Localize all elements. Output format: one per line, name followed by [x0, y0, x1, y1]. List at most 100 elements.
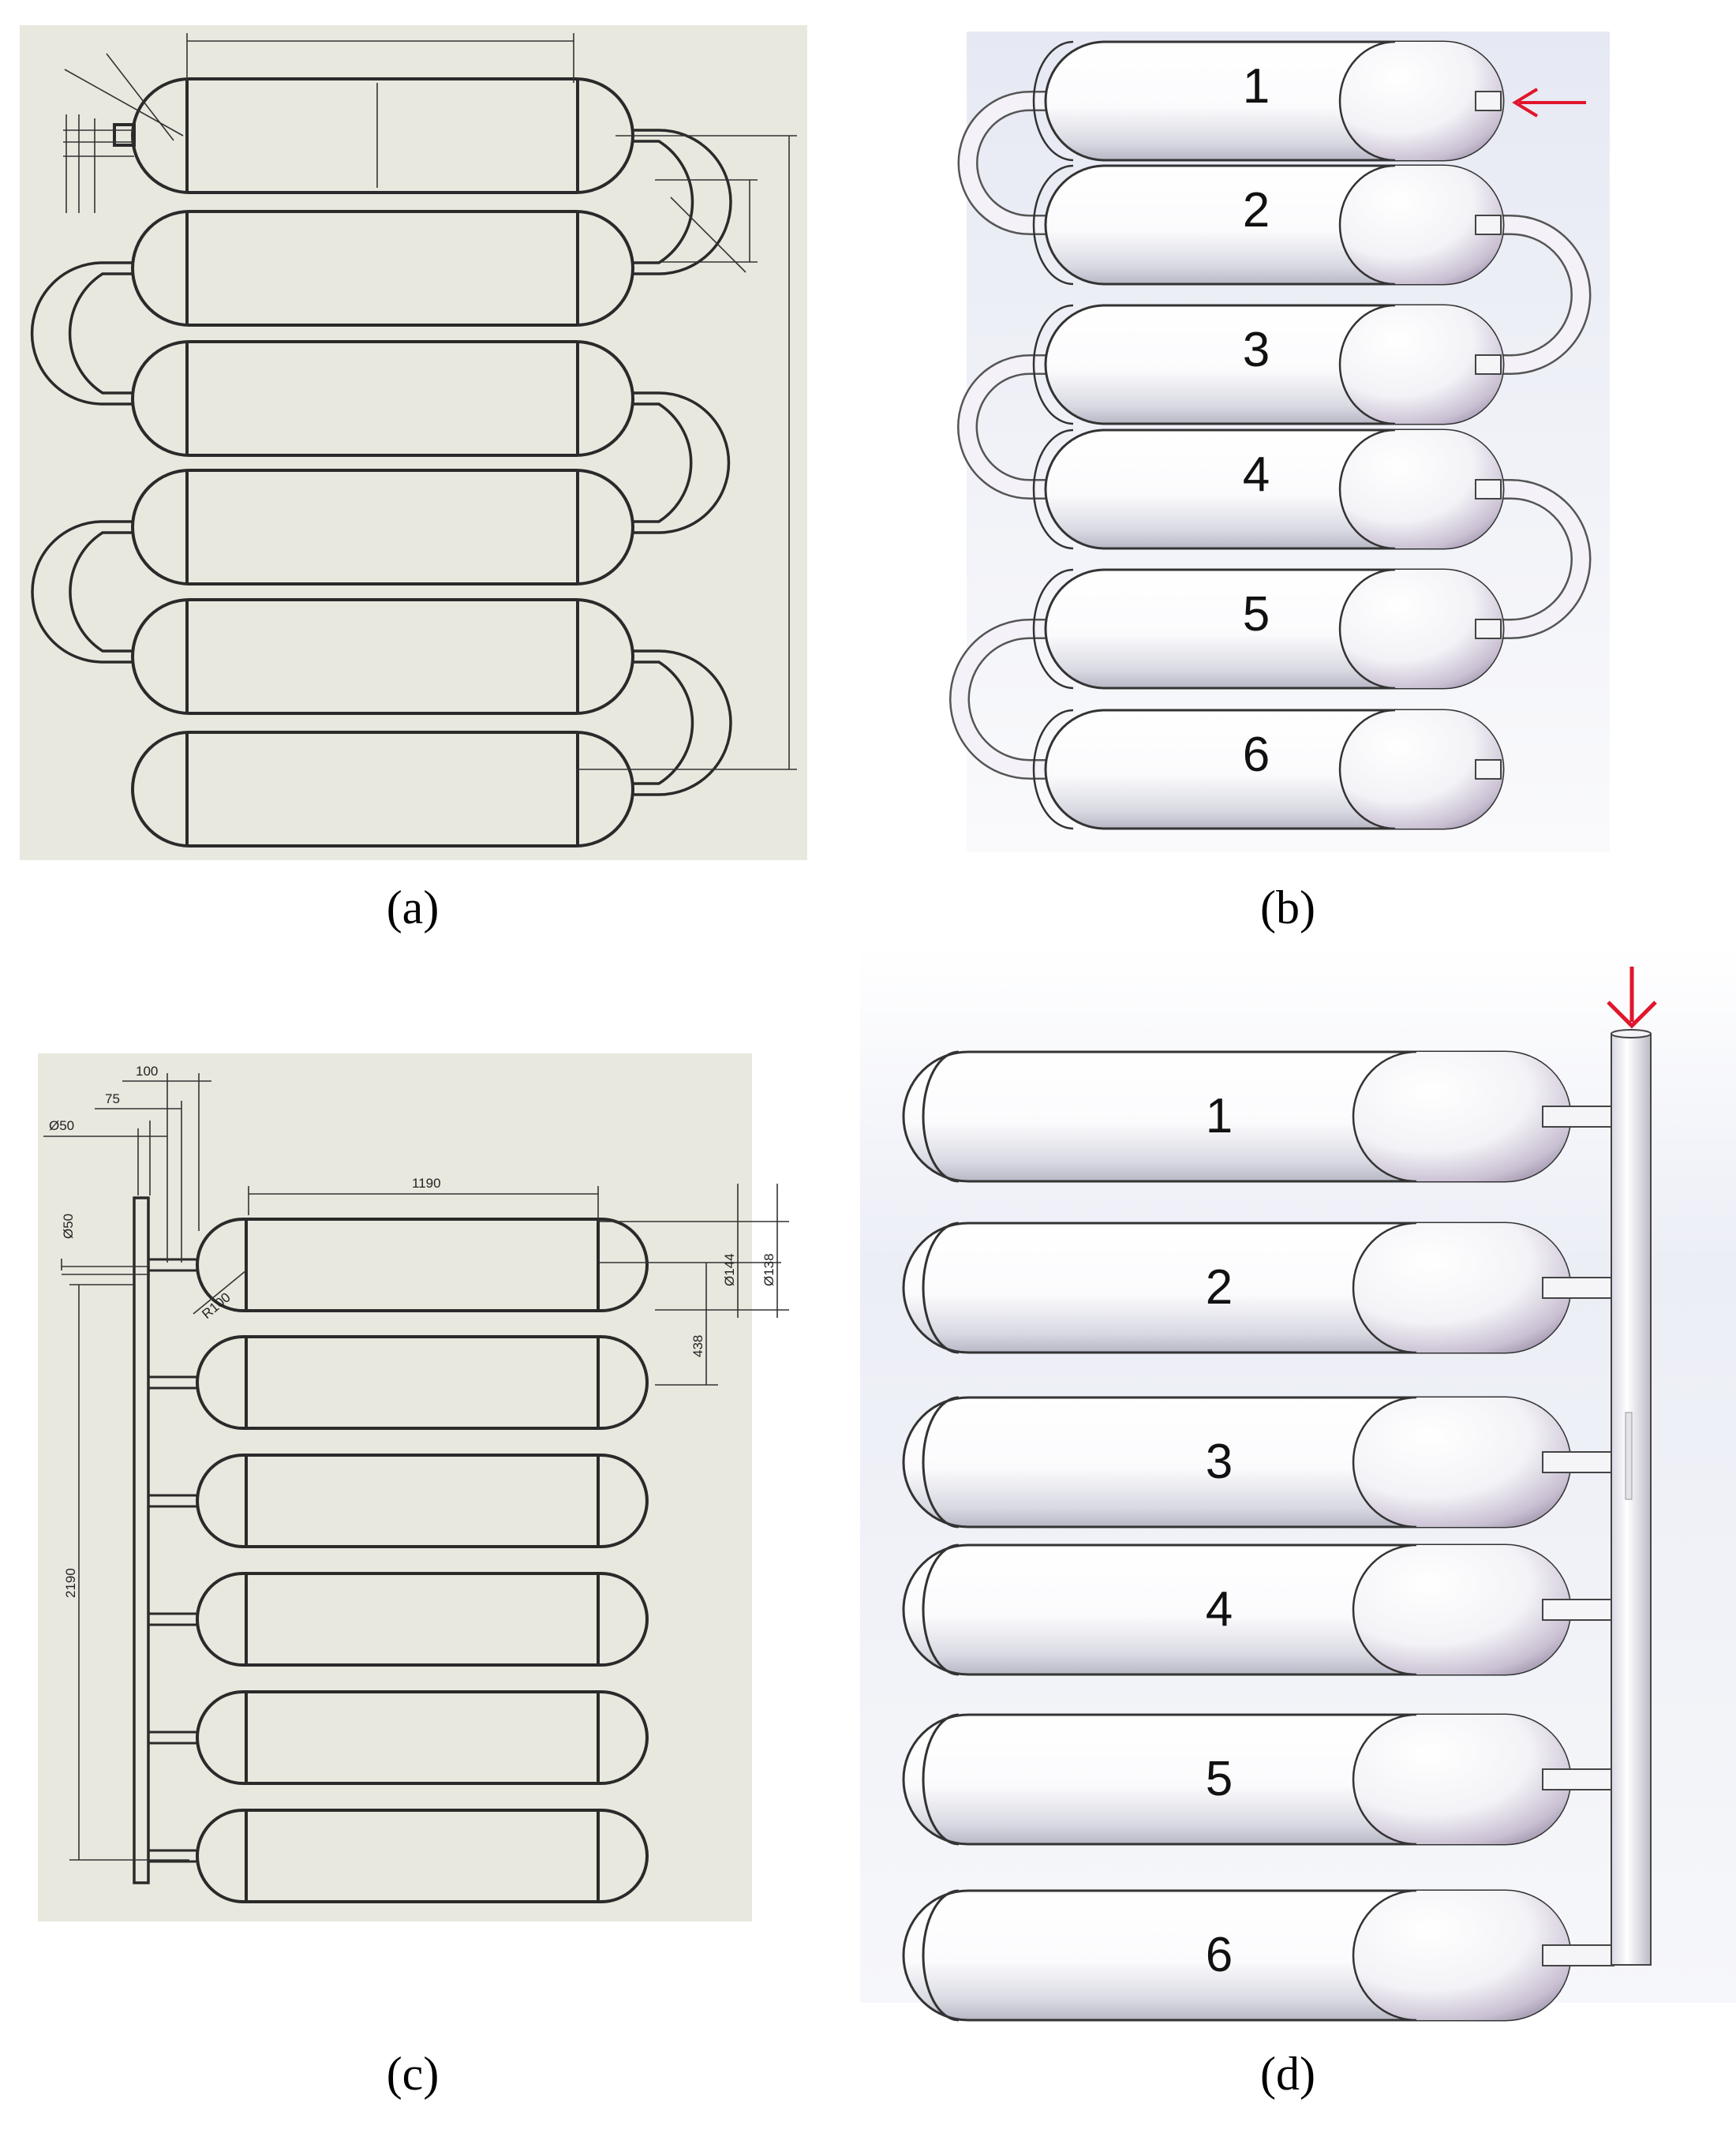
- u-bend-pipe: [1495, 481, 1589, 638]
- tank-head-seam: [922, 1222, 960, 1354]
- tank-head-seam: [1352, 1889, 1417, 2022]
- tank-head-seam: [922, 1889, 960, 2022]
- branch-pipe: [147, 1849, 199, 1863]
- panel-label-a: (a): [387, 881, 440, 934]
- tank-head-seam: [1032, 40, 1074, 162]
- panel-label-b: (b): [1260, 881, 1315, 934]
- dim-diameter-50-left: Ø50: [61, 1214, 76, 1239]
- branch-nozzle: [1542, 1599, 1614, 1621]
- u-bend-pipe: [631, 649, 732, 796]
- branch-pipe: [147, 1612, 199, 1626]
- panel-label-d: (d): [1260, 2048, 1315, 2100]
- u-bend-pipe: [1495, 216, 1589, 373]
- drawing-background: [20, 25, 807, 860]
- dim-100: 100: [136, 1064, 158, 1079]
- tank-number: 6: [1243, 728, 1270, 782]
- dim-pitch-438: 438: [690, 1335, 705, 1357]
- tank-head-seam: [1338, 40, 1396, 162]
- nozzle: [1475, 91, 1502, 111]
- u-bend-pipe: [31, 520, 134, 664]
- branch-nozzle: [1542, 1277, 1614, 1299]
- inlet-arrow: [1607, 967, 1657, 1029]
- branch-nozzle: [1542, 1944, 1614, 1966]
- tank-end-cap: [1340, 166, 1503, 284]
- tank-outline: [196, 1218, 649, 1312]
- u-bend-pipe: [30, 261, 134, 406]
- nozzle: [1475, 759, 1502, 780]
- u-bend-pipe: [631, 391, 731, 534]
- tank-number: 1: [1243, 59, 1270, 114]
- tank-group: 1 2 3 4 5 6: [1032, 40, 1505, 830]
- branch-nozzle: [1542, 1768, 1614, 1790]
- tank-number: 1: [1206, 1089, 1233, 1143]
- tank-end-cap: [1353, 1223, 1570, 1353]
- branch-pipe: [147, 1258, 199, 1272]
- branch-pipe: [147, 1375, 199, 1390]
- panel-b: 1 2 3 4 5 6: [949, 32, 1610, 852]
- u-bend-group: [949, 91, 1592, 780]
- tank-head-seam: [1032, 428, 1074, 550]
- tank-outline: [196, 1335, 649, 1430]
- nozzle: [1475, 215, 1502, 235]
- tank-end-cap: [1340, 430, 1503, 548]
- tank-end-cap: [1353, 1398, 1570, 1527]
- u-bend-pipe: [68, 272, 134, 395]
- branch-nozzle: [1542, 1451, 1614, 1473]
- tank-end-cap: [1340, 305, 1503, 424]
- tank-number: 2: [1243, 183, 1270, 238]
- dim-diameter-144: Ø144: [722, 1253, 737, 1286]
- panel-label-c: (c): [387, 2048, 440, 2100]
- tank-head-seam: [1032, 304, 1074, 425]
- tank-number: 4: [1206, 1582, 1233, 1637]
- inlet-nozzle: [113, 123, 136, 147]
- tank-head-seam: [1352, 1050, 1417, 1183]
- tank-head-seam: [1338, 709, 1396, 830]
- nozzle: [1475, 479, 1502, 500]
- u-bend-pipe: [631, 140, 694, 264]
- u-bend-pipe: [960, 92, 1046, 234]
- dim-75: 75: [105, 1091, 120, 1106]
- tank-head-seam: [1338, 428, 1396, 550]
- tank-head-seam: [1032, 164, 1074, 286]
- tank-end-cap: [1340, 710, 1503, 829]
- dim-diameter-50-top: Ø50: [49, 1118, 74, 1133]
- dim-diameter-138: Ø138: [761, 1253, 776, 1286]
- tank-number: 2: [1206, 1260, 1233, 1315]
- u-bend-pipe: [951, 620, 1046, 778]
- panel-c: 100 75 Ø50 Ø50 1190 Ø144 Ø138 438 2190 R…: [38, 1053, 789, 1921]
- tank-head-seam: [1352, 1222, 1417, 1354]
- u-bend-pipe: [69, 531, 134, 653]
- header-pipe: [1611, 1029, 1652, 1966]
- tank-group: [113, 77, 634, 847]
- tank-outline: [196, 1454, 649, 1548]
- tank-number: 3: [1243, 323, 1270, 377]
- tank-head-seam: [1032, 709, 1074, 830]
- branch-nozzle: [1542, 1106, 1614, 1128]
- tank-number: 3: [1206, 1435, 1233, 1489]
- tank-number: 5: [1206, 1752, 1233, 1806]
- tank-head-seam: [1352, 1396, 1417, 1528]
- tank-number: 4: [1243, 447, 1270, 502]
- branch-group: [147, 1258, 199, 1863]
- u-bend-pipe: [959, 356, 1046, 498]
- tank-number: 5: [1243, 587, 1270, 642]
- tank-head-seam: [1338, 568, 1396, 690]
- tank-end-cap: [1353, 1545, 1570, 1674]
- tank-end-cap: [1353, 1715, 1570, 1844]
- header-pipe: [133, 1196, 150, 1884]
- tank-head-seam: [922, 1396, 960, 1528]
- tank-end-cap: [1340, 570, 1503, 688]
- tank-outline: [196, 1572, 649, 1667]
- inlet-arrow: [1512, 88, 1586, 118]
- tank-head-seam: [922, 1713, 960, 1846]
- tank-outline: [196, 1809, 649, 1903]
- u-bend-pipe: [631, 402, 693, 523]
- dimension-lines: [63, 33, 797, 770]
- dim-length-1190: 1190: [412, 1176, 441, 1191]
- tank-head-seam: [922, 1543, 960, 1676]
- tank-head-seam: [1338, 304, 1396, 425]
- branch-pipe: [147, 1494, 199, 1508]
